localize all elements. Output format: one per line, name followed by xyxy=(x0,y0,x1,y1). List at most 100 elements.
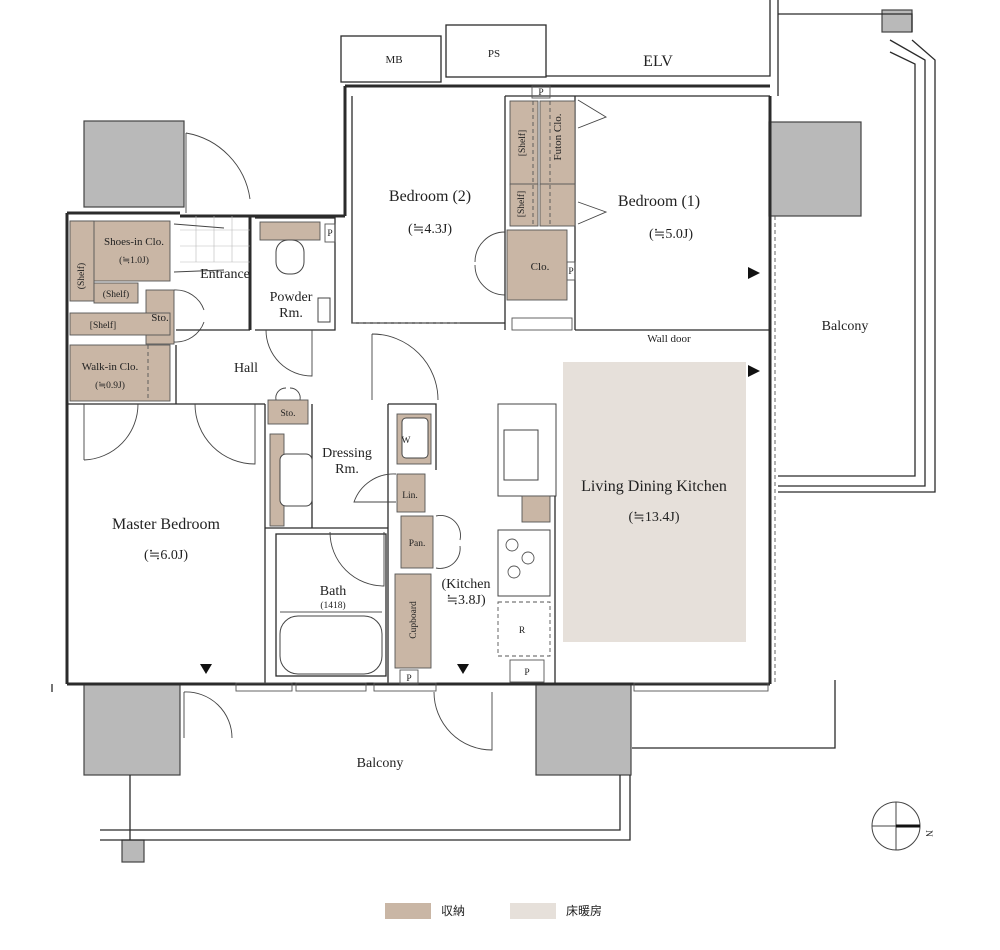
ps-label: PS xyxy=(488,48,500,60)
futon-closet-label: Futon Clo. xyxy=(552,113,564,160)
mb-label: MB xyxy=(385,54,402,66)
powder-room-wall xyxy=(255,217,336,331)
column xyxy=(535,683,632,776)
window-arrow xyxy=(457,664,469,674)
shelf-label: [Shelf] xyxy=(90,320,116,331)
pipe-space xyxy=(566,261,576,281)
bedroom1-name: Bedroom (1) xyxy=(618,193,700,210)
door-swing xyxy=(173,289,205,343)
floor-heating-area xyxy=(563,362,746,642)
door-swing xyxy=(194,403,256,465)
south-balcony xyxy=(51,680,836,841)
ldk-size: (≒13.4J) xyxy=(628,510,679,525)
dressing-room-label: Rm. xyxy=(335,462,359,477)
compass: N xyxy=(871,801,933,851)
linen-storage xyxy=(396,473,426,513)
kitchen-size: ≒3.8J) xyxy=(446,593,486,608)
fridge-space xyxy=(497,601,551,657)
futon-closet xyxy=(539,100,576,186)
door-swing xyxy=(474,231,506,296)
shoes-closet-name: Shoes-in Clo. xyxy=(104,236,164,248)
pipe-space xyxy=(324,223,336,243)
south-balcony-label: Balcony xyxy=(357,756,404,771)
legend-storage-swatch xyxy=(385,902,431,919)
entrance-tiles xyxy=(180,216,250,263)
column xyxy=(768,121,862,217)
shelf-storage xyxy=(69,220,95,302)
washer-label: W xyxy=(402,436,411,446)
kitchen-name: (Kitchen xyxy=(442,577,491,592)
cupboard-label: Cupboard xyxy=(409,601,419,639)
door-swing xyxy=(265,329,313,377)
powder-room-label: Rm. xyxy=(279,306,303,321)
door-swing xyxy=(577,99,608,129)
toilet xyxy=(275,239,305,275)
walkin-closet-size: (≒0.9J) xyxy=(95,380,125,391)
pipe-space-label: P xyxy=(406,674,411,684)
pantry-storage xyxy=(400,515,434,569)
door-swing xyxy=(183,691,233,739)
shelf-storage xyxy=(93,282,139,304)
column xyxy=(121,839,145,863)
sink-counter xyxy=(259,221,321,241)
dressing-room-label: Dressing xyxy=(322,446,372,461)
window-sash xyxy=(235,682,769,692)
powder-room-label: Powder xyxy=(270,290,313,305)
legend-storage-label: 収納 xyxy=(441,904,466,918)
elv-label: ELV xyxy=(643,53,673,70)
fridge-label: R xyxy=(519,626,526,636)
pipe-space-label: P xyxy=(568,267,573,277)
sto-storage xyxy=(267,399,309,425)
door-swing xyxy=(433,691,493,751)
master-bedroom-name: Master Bedroom xyxy=(112,516,221,533)
sto-label: Sto. xyxy=(151,312,169,324)
clo-storage xyxy=(506,229,568,301)
pipe-space-label: P xyxy=(327,229,332,239)
legend-floor-heating: 床暖房 xyxy=(510,902,602,919)
kitchen-sink xyxy=(503,429,539,481)
kitchen-counter xyxy=(521,495,551,523)
legend-floor-heating-swatch xyxy=(510,902,556,919)
ldk-name: Living Dining Kitchen xyxy=(581,478,727,495)
linen-label: Lin. xyxy=(402,491,418,501)
shoes-closet-size: (≒1.0J) xyxy=(119,255,149,266)
wash-basin xyxy=(279,453,313,507)
pantry-label: Pan. xyxy=(409,539,426,549)
pipe-space-label: P xyxy=(538,88,543,98)
legend-floor-heating-label: 床暖房 xyxy=(566,904,603,918)
shelf-label: (Shelf) xyxy=(76,263,87,289)
washer xyxy=(401,417,429,459)
bedroom1-size: (≒5.0J) xyxy=(649,227,693,242)
column xyxy=(83,120,185,208)
east-balcony-label: Balcony xyxy=(822,319,869,334)
shelf-label: [Shelf] xyxy=(516,191,527,217)
shelf-storage xyxy=(69,312,171,336)
pipe-space xyxy=(509,659,545,683)
pipe-space xyxy=(399,669,419,685)
door-swing xyxy=(577,201,608,225)
interior-wall xyxy=(67,329,265,405)
ps-shaft xyxy=(445,24,547,78)
wall-door-arrow xyxy=(748,365,760,377)
bath-name: Bath xyxy=(320,584,346,599)
shelf-label: [Shelf] xyxy=(517,130,528,156)
hall-label: Hall xyxy=(234,361,258,376)
door-swing xyxy=(329,531,385,587)
door-swing xyxy=(353,473,397,503)
legend-storage: 収納 xyxy=(385,902,465,919)
bedroom2-size: (≒4.3J) xyxy=(408,222,452,237)
exterior-wall xyxy=(65,84,772,686)
elv-wall xyxy=(546,0,779,96)
bedroom2-name: Bedroom (2) xyxy=(389,188,471,205)
column xyxy=(881,9,913,33)
compass-north-label: N xyxy=(923,830,933,837)
closet-storage xyxy=(539,183,576,227)
mb-shaft xyxy=(340,35,442,83)
door-swing xyxy=(371,333,439,401)
door-swing xyxy=(435,515,461,569)
entrance-label: Entrance xyxy=(200,267,250,282)
master-bedroom-size: (≒6.0J) xyxy=(144,548,188,563)
bathtub xyxy=(279,615,383,675)
door-swing xyxy=(173,223,225,273)
shelf-storage xyxy=(509,183,539,227)
